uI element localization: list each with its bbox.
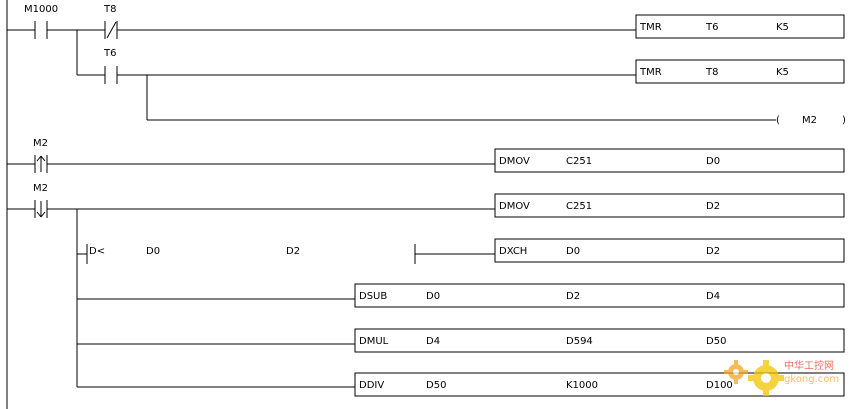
instruction-op: DDIV [359,380,384,391]
instruction-dmov-d2[interactable]: DMOV C251 D2 [494,193,845,218]
contact-t8-label[interactable]: T8 [103,4,116,15]
instruction-arg: D0 [566,246,580,257]
rising-edge-arrow-icon [36,155,46,172]
watermark-cn-text: 中华工控网 [784,359,834,372]
instruction-op: TMR [639,22,662,33]
instruction-arg: D4 [706,291,720,302]
instruction-op: DSUB [359,291,387,302]
contact-m2-fall-label[interactable]: M2 [33,183,48,194]
rung-1: M1000 T8 TMR T6 K5 T6 TMR T8 K5 [7,4,846,126]
instruction-arg: D4 [426,336,440,347]
instruction-tmr-t6[interactable]: TMR T6 K5 [635,14,845,39]
instruction-dxch[interactable]: DXCH D0 D2 [494,238,845,263]
compare-op: D< [89,246,105,257]
instruction-op: DMUL [359,336,389,347]
instruction-dmul[interactable]: DMUL D4 D594 D50 [354,328,845,353]
coil-label: M2 [802,115,817,126]
instruction-arg: D50 [426,380,446,391]
instruction-op: TMR [639,67,662,78]
orange-gear-icon [724,360,748,384]
gkong-watermark-logo: 中华工控网 gkong.com [724,359,839,396]
yellow-gear-icon [748,360,784,396]
instruction-arg: D2 [706,246,720,257]
instruction-ddiv[interactable]: DDIV D50 K1000 D100 [354,372,845,397]
instruction-arg: K5 [776,22,789,33]
instruction-arg: D0 [706,156,720,167]
instruction-arg: C251 [566,156,592,167]
falling-edge-arrow-icon [36,201,46,218]
compare-d-less[interactable]: D< D0 D2 [77,244,416,264]
coil-open-paren: ( [776,115,780,126]
instruction-op: DXCH [499,246,527,257]
coil-close-paren: ) [842,115,846,126]
instruction-dsub[interactable]: DSUB D0 D2 D4 [354,283,845,308]
instruction-op: DMOV [499,201,530,212]
watermark-url-text: gkong.com [784,374,839,385]
instruction-arg: K1000 [566,380,598,391]
compare-arg: D0 [146,246,160,257]
instruction-arg: D2 [566,291,580,302]
instruction-arg: K5 [776,67,789,78]
contact-t8-nc-slash [106,21,117,39]
instruction-arg: C251 [566,201,592,212]
contact-t6-label[interactable]: T6 [103,48,116,59]
instruction-op: DMOV [499,156,530,167]
instruction-arg: T8 [705,67,718,78]
rung-3: M2 DMOV C251 D2 D< D0 D2 DXCH D0 D2 [7,183,845,397]
rung-2: M2 DMOV C251 D0 [7,138,845,173]
instruction-arg: D594 [566,336,593,347]
contact-m2-rise-label[interactable]: M2 [33,138,48,149]
instruction-arg: D50 [706,336,726,347]
instruction-dmov-d0[interactable]: DMOV C251 D0 [494,148,845,173]
contact-m1000-label[interactable]: M1000 [24,4,58,15]
instruction-arg: T6 [705,22,718,33]
instruction-tmr-t8[interactable]: TMR T8 K5 [635,59,845,84]
instruction-arg: D0 [426,291,440,302]
instruction-arg: D2 [706,201,720,212]
coil-m2[interactable]: ( M2 ) [776,115,846,126]
compare-arg: D2 [286,246,300,257]
instruction-arg: D100 [706,380,733,391]
